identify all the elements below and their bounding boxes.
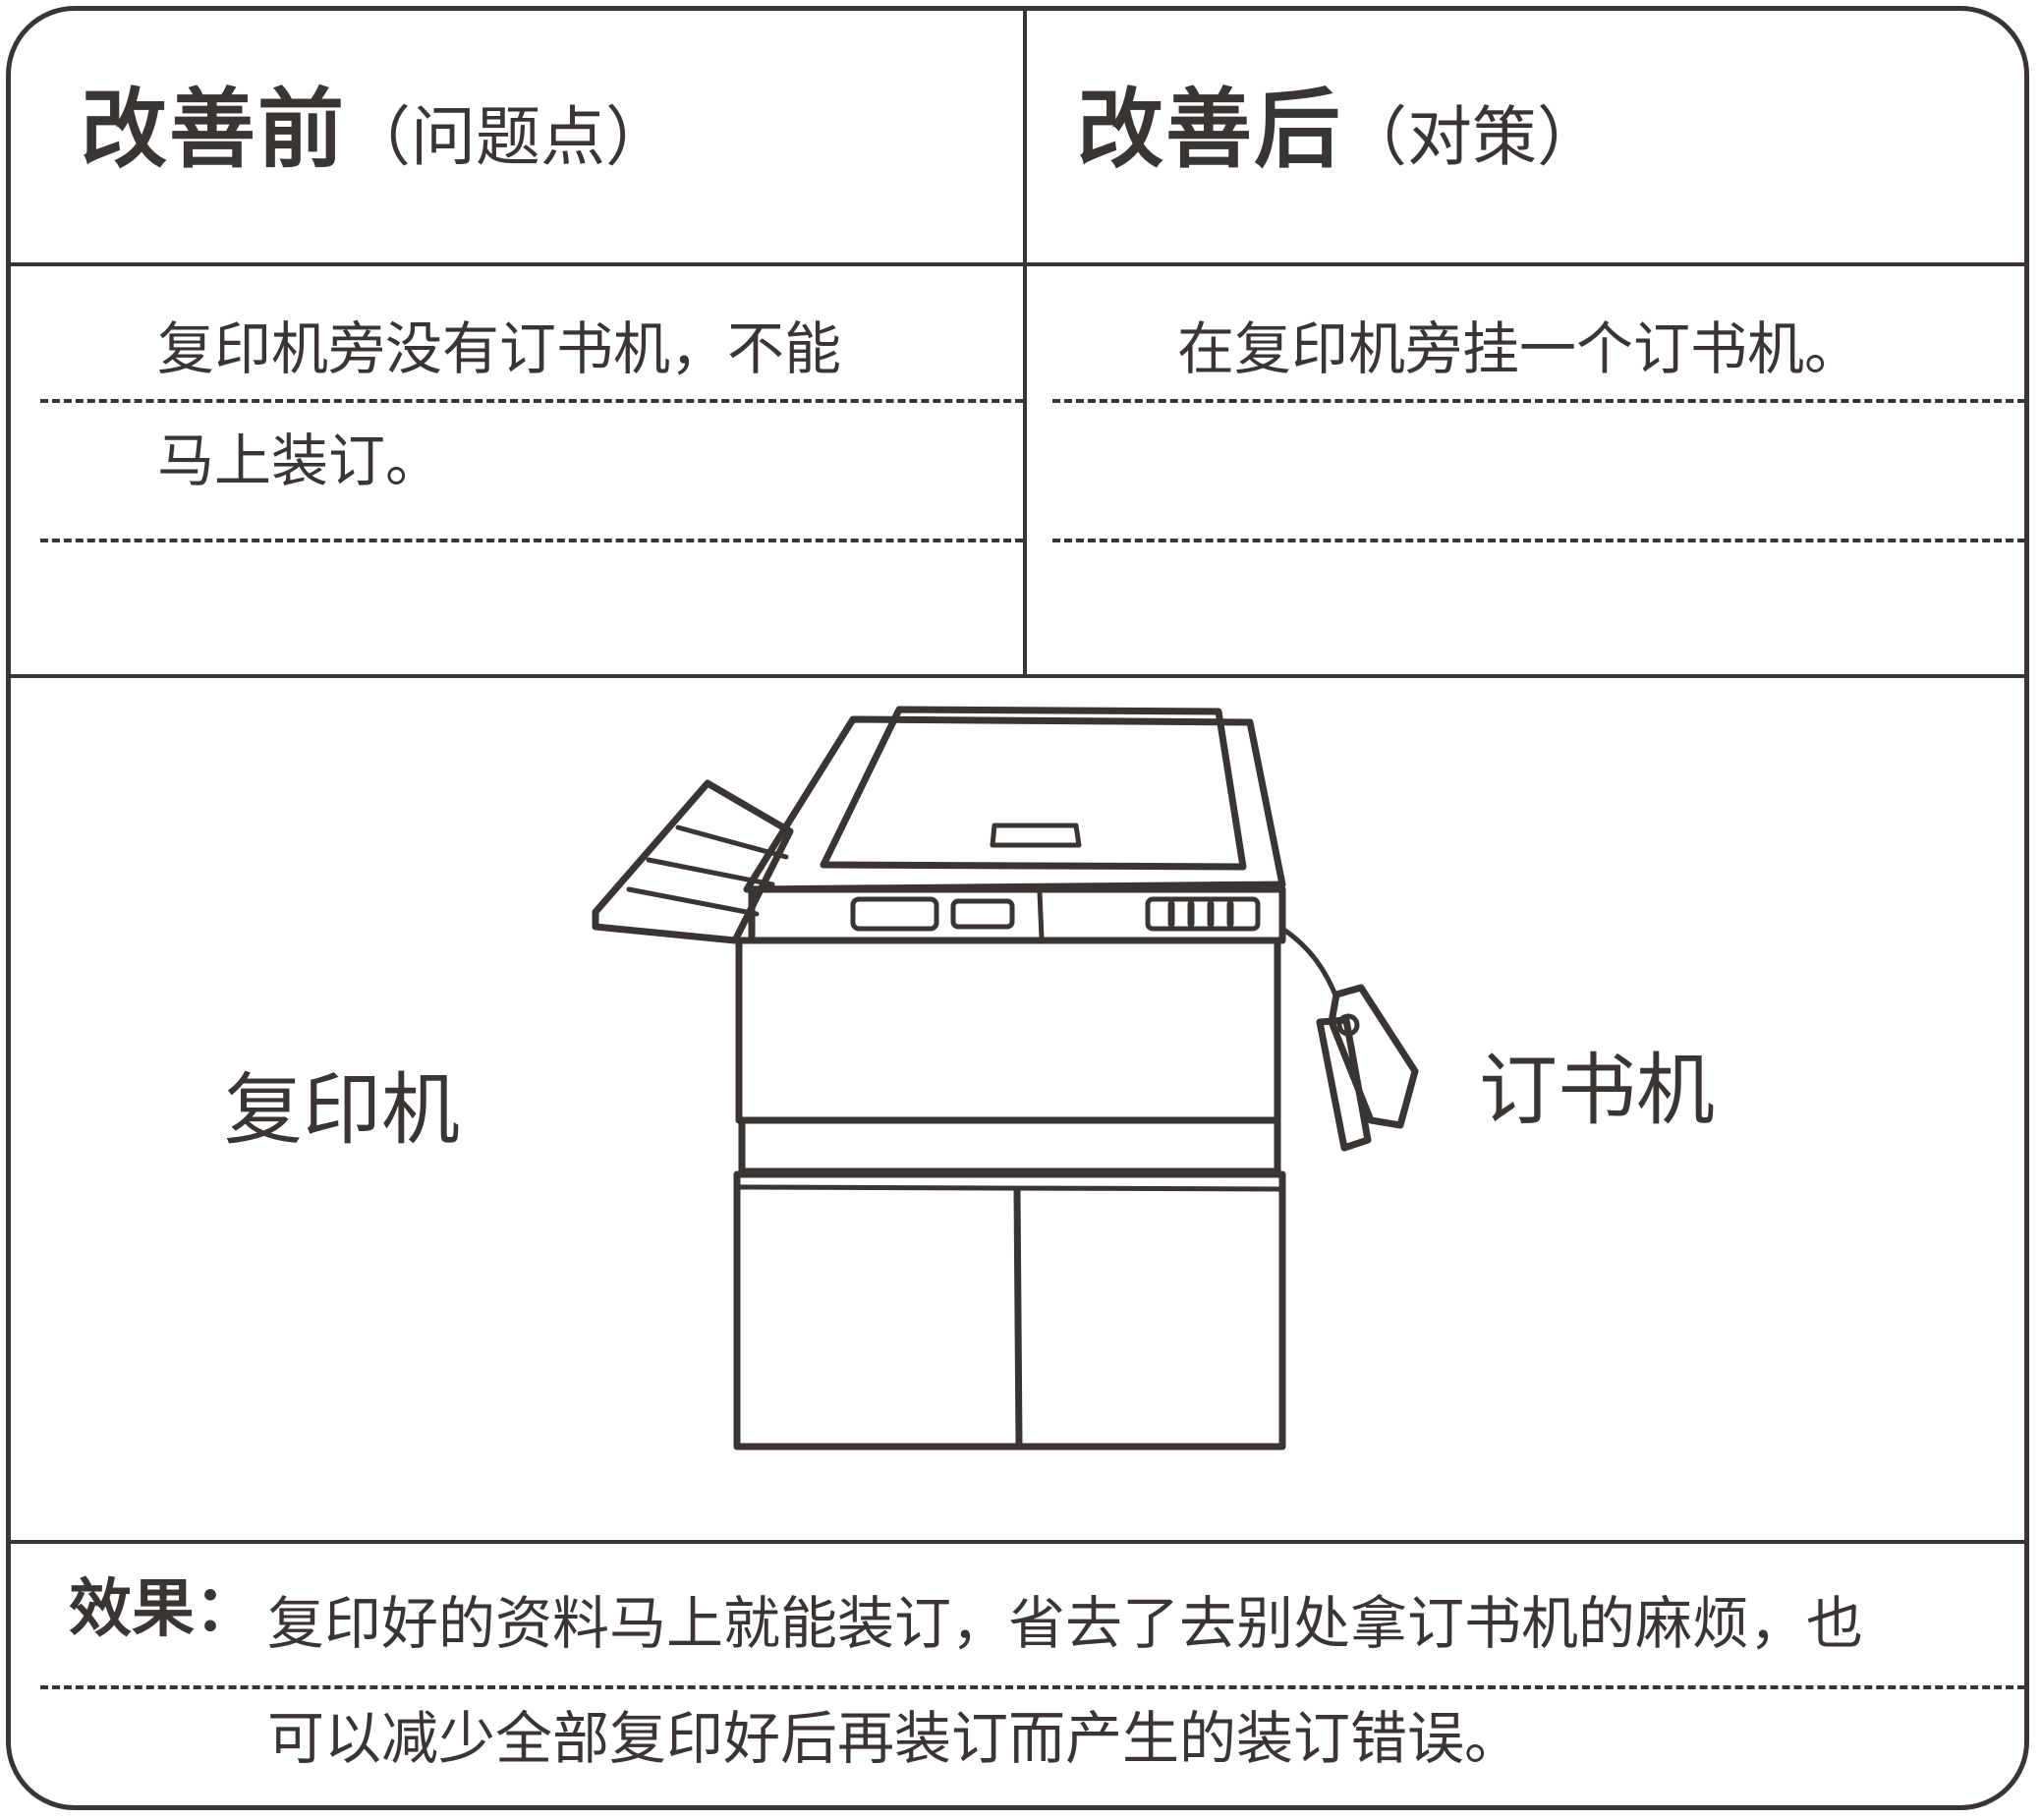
drawer-band — [738, 1116, 1281, 1175]
stapler-top — [1328, 984, 1419, 1129]
dashed-line — [40, 1685, 2024, 1689]
effect-label: 效果： — [69, 1573, 257, 1646]
before-subtitle: （问题点） — [346, 99, 671, 175]
kaizen-card — [6, 6, 2029, 1810]
before-heading: 改善前（问题点） — [81, 86, 670, 173]
dashed-line — [40, 539, 1023, 542]
header-divider — [11, 262, 2024, 266]
stapler-cord — [1279, 926, 1339, 1000]
panel-button — [950, 898, 1015, 930]
after-heading: 改善后（对策） — [1077, 86, 1602, 173]
column-divider — [1023, 11, 1027, 676]
stapler-label: 订书机 — [1479, 1045, 1715, 1136]
dashed-line — [1052, 399, 2024, 403]
before-title: 改善前 — [81, 79, 347, 180]
cabinet-divider — [1013, 1187, 1023, 1449]
panel-divider — [1037, 889, 1045, 941]
scanner-lid — [820, 706, 1247, 871]
effect-text-line-2: 可以减少全部复印好后再装订而产生的装订错误。 — [267, 1705, 1522, 1772]
stapler-base — [1316, 1016, 1372, 1152]
paper-tray-lines — [626, 825, 789, 917]
copier-label: 复印机 — [224, 1064, 460, 1156]
main-body — [735, 937, 1281, 1124]
before-text-line-1: 复印机旁没有订书机，不能 — [157, 315, 842, 382]
illustration-divider — [11, 1540, 2024, 1544]
stapler-hook — [1336, 1013, 1360, 1037]
lid-handle — [990, 823, 1082, 848]
dashed-line — [40, 399, 1023, 403]
cabinet — [733, 1170, 1286, 1450]
panel-keypad — [1145, 896, 1261, 932]
after-title: 改善后 — [1077, 79, 1343, 180]
after-subtitle: （对策） — [1342, 99, 1603, 175]
description-divider — [11, 674, 2024, 678]
panel-display — [850, 896, 939, 932]
effect-text-line-1: 复印好的资料马上就能装订，省去了去别处拿订书机的麻烦，也 — [267, 1590, 1864, 1657]
before-text-line-2: 马上装订。 — [157, 427, 443, 494]
copier-illustration — [592, 706, 1419, 1450]
keypad-keys — [1167, 900, 1234, 928]
dashed-line — [1052, 539, 2024, 542]
paper-tray — [592, 779, 794, 944]
cabinet-top-strip — [736, 1184, 1283, 1192]
after-text-line-1: 在复印机旁挂一个订书机。 — [1177, 315, 1862, 382]
